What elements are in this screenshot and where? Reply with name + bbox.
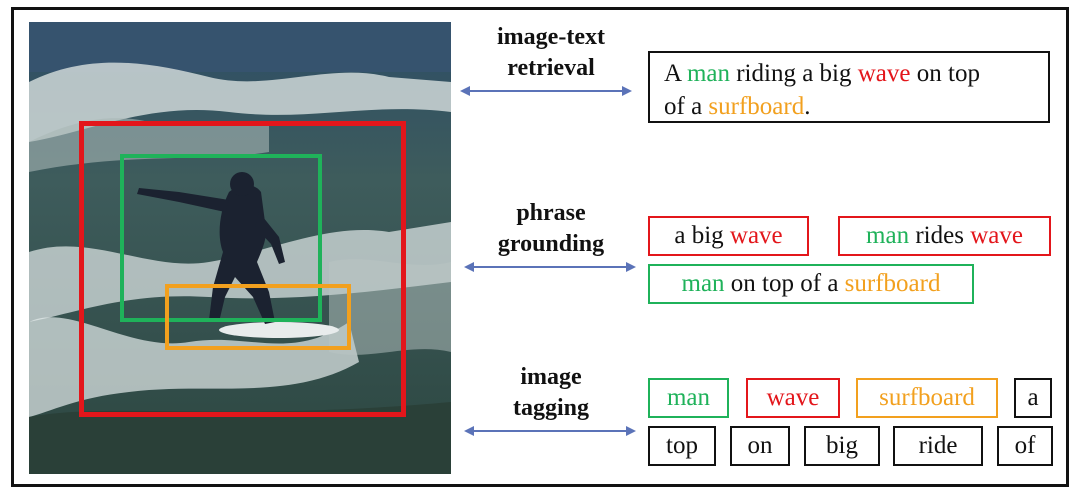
double-arrow-retrieval — [460, 86, 632, 96]
caption-word-wave: wave — [857, 60, 911, 87]
double-arrow-tagging — [464, 426, 636, 436]
tag-wave: wave — [746, 378, 840, 418]
phrase2-text: rides — [909, 222, 971, 249]
phrase1-word-wave: wave — [729, 222, 783, 249]
caption-text-4: of a — [664, 93, 709, 120]
tag-man: man — [648, 378, 729, 418]
tag-a: a — [1014, 378, 1052, 418]
task-retrieval-line1: image-text — [497, 24, 605, 50]
phrase3-word-surfboard: surfboard — [844, 270, 941, 297]
phrase2-word-man: man — [866, 222, 910, 249]
double-arrow-grounding — [464, 262, 636, 272]
task-retrieval-line2: retrieval — [507, 55, 595, 81]
tag-surfboard: surfboard — [856, 378, 998, 418]
task-label-grounding: phrase grounding — [468, 198, 634, 260]
wave-bounding-box — [79, 121, 406, 417]
phrase2-word-wave: wave — [970, 222, 1023, 249]
caption-word-surfboard: surfboard — [708, 93, 805, 120]
tag-top: top — [648, 426, 716, 466]
tag-ride: ride — [893, 426, 983, 466]
phrase-box-man-rides-wave: man rides wave — [838, 216, 1051, 256]
task-label-tagging: image tagging — [468, 362, 634, 424]
task-tagging-line1: image — [520, 364, 582, 390]
caption-text-1: A — [664, 60, 687, 87]
caption-text-2: riding a big — [729, 60, 858, 87]
surfer-photo-illustration — [29, 22, 451, 474]
man-bounding-box — [120, 154, 322, 322]
phrase3-text: on top of a — [724, 270, 845, 297]
caption-box: A man riding a big wave on top of a surf… — [648, 51, 1050, 123]
tag-big: big — [804, 426, 880, 466]
phrase-box-man-on-surfboard: man on top of a surfboard — [648, 264, 974, 304]
surfboard-bounding-box — [165, 284, 351, 350]
surfer-photo — [29, 22, 451, 474]
phrase3-word-man: man — [681, 270, 725, 297]
figure-frame — [11, 7, 1069, 487]
task-tagging-line2: tagging — [512, 395, 589, 421]
task-grounding-line2: grounding — [497, 231, 605, 257]
task-grounding-line1: phrase — [516, 200, 586, 226]
tag-of: of — [997, 426, 1053, 466]
task-label-retrieval: image-text retrieval — [468, 22, 634, 84]
tag-on: on — [730, 426, 790, 466]
phrase-box-big-wave: a big wave — [648, 216, 809, 256]
caption-word-man: man — [686, 60, 730, 87]
caption-text-5: . — [804, 93, 811, 120]
caption-text-3: on top — [910, 60, 980, 87]
phrase1-text: a big — [674, 222, 730, 249]
